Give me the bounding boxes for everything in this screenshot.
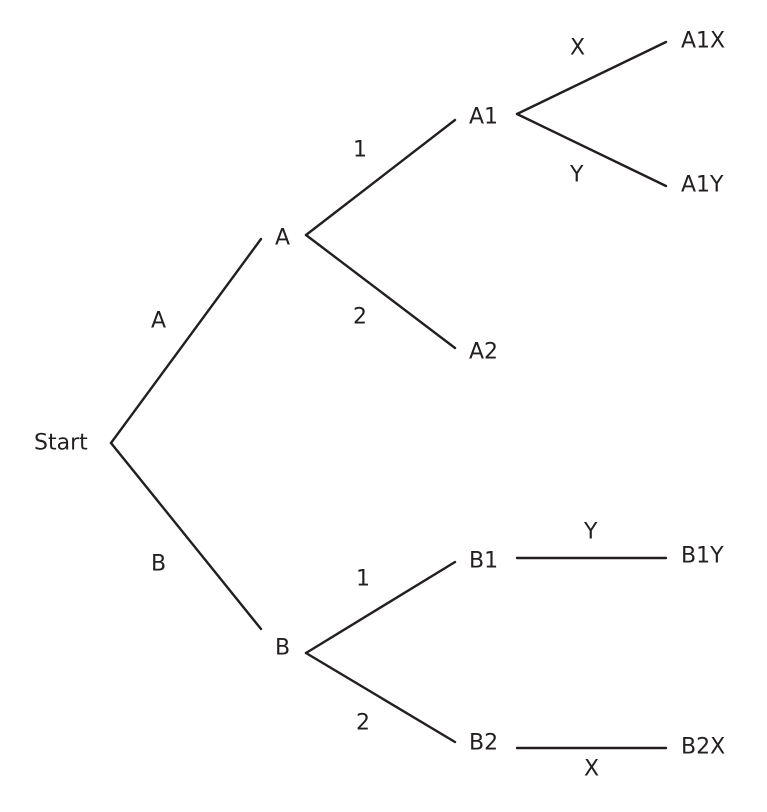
node-b1y: B1Y <box>681 544 724 569</box>
node-start: Start <box>34 431 88 456</box>
node-a1y: A1Y <box>681 173 724 198</box>
edge-label-b-b2: 2 <box>356 711 370 736</box>
edge-label-b-b1: 1 <box>356 567 370 592</box>
node-b2: B2 <box>469 731 498 756</box>
edge-label-start-b: B <box>151 552 166 577</box>
node-a: A <box>275 226 290 251</box>
edge-start-b <box>109 441 263 631</box>
node-a1x: A1X <box>681 29 725 54</box>
node-a1: A1 <box>469 105 498 130</box>
node-b: B <box>275 636 290 661</box>
edge-b-b2 <box>304 651 457 744</box>
node-b2x: B2X <box>681 735 725 760</box>
edge-label-b1-b1y: Y <box>583 520 598 545</box>
edge-label-start-a: A <box>151 309 166 334</box>
edge-a-a1 <box>304 118 457 237</box>
edge-b-b1 <box>304 560 457 655</box>
edge-label-b2-b2x: X <box>584 757 599 782</box>
edge-a-a2 <box>304 233 457 350</box>
edge-label-a1-a1x: X <box>570 36 585 61</box>
edge-start-a <box>109 237 263 445</box>
edge-a1-a1x <box>515 40 668 116</box>
node-b1: B1 <box>469 549 498 574</box>
node-a2: A2 <box>469 340 498 365</box>
edge-label-a-a2: 2 <box>353 305 367 330</box>
edge-a1-a1y <box>515 112 668 188</box>
edge-label-a1-a1y: Y <box>569 163 584 188</box>
edge-label-a-a1: 1 <box>353 138 367 163</box>
